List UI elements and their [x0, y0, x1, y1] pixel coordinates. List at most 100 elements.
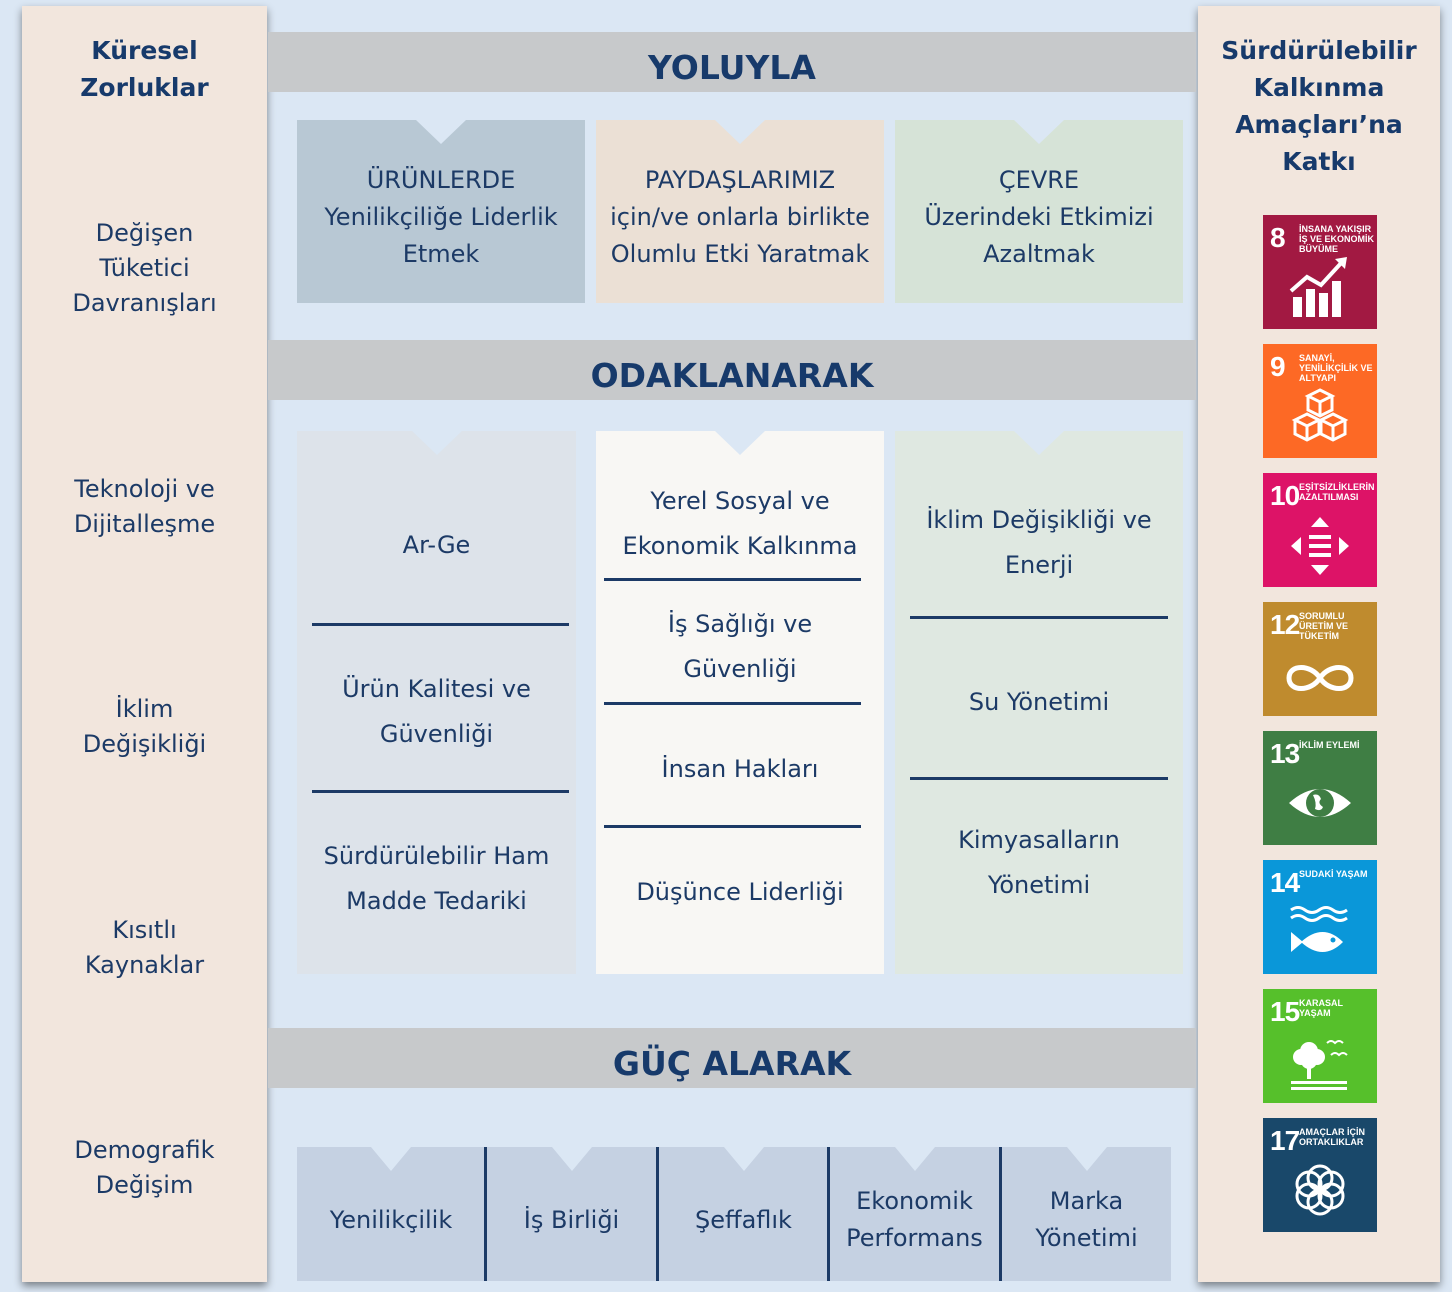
focus-line: Ekonomik Kalkınma: [622, 532, 858, 560]
notch: [1014, 431, 1064, 455]
band-guc-alarak: GÜÇ ALARAK: [268, 1028, 1196, 1088]
pillar-brand-management: Marka Yönetimi: [1002, 1147, 1171, 1281]
global-challenges-title: Küresel Zorluklar: [22, 32, 267, 106]
eye-globe-icon: [1289, 789, 1351, 817]
pillar-text: Yenilikçilik: [297, 1147, 485, 1281]
focus-line: Su Yönetimi: [968, 688, 1110, 716]
challenge-line: Dijitalleşme: [73, 510, 216, 538]
sdg-13-tile: 13 İKLİM EYLEMİ: [1263, 731, 1377, 845]
focus-item-rnd: Ar-Ge: [297, 523, 576, 568]
focus-item-product-quality: Ürün Kalitesi ve Güvenliği: [297, 667, 576, 757]
challenge-line: Değişim: [95, 1171, 194, 1199]
notch: [371, 1147, 411, 1171]
sdg-12-tile: 12 SORUMLU ÜRETİM VE TÜKETİM: [1263, 602, 1377, 716]
challenge-line: Teknoloji ve: [74, 475, 215, 503]
pillar-line: Marka: [1049, 1187, 1124, 1215]
challenge-line: Davranışları: [72, 289, 217, 317]
band-yoluyla: YOLUYLA: [268, 32, 1196, 92]
pillar-text: Marka Yönetimi: [1002, 1147, 1171, 1281]
pillar-separator: [827, 1147, 830, 1281]
strategy-box-environment: ÇEVRE Üzerindeki Etkimizi Azaltmak: [895, 120, 1183, 303]
strategy-text: ÜRÜNLERDE Yenilikçiliğe Liderlik Etmek: [297, 162, 585, 273]
divider: [312, 623, 569, 626]
cubes-icon: [1291, 388, 1349, 442]
pillar-economic-performance: Ekonomik Performans: [830, 1147, 999, 1281]
pillar-line: İş Birliği: [523, 1205, 620, 1234]
challenge-line: İklim: [115, 695, 174, 723]
tree-birds-icon: [1291, 1040, 1348, 1090]
focus-column-products: Ar-Ge Ürün Kalitesi ve Güvenliği Sürdürü…: [297, 431, 576, 974]
sdg-number: 13: [1270, 738, 1300, 769]
pillar-line: Yenilikçilik: [329, 1205, 453, 1234]
strategy-text: PAYDAŞLARIMIZ için/ve onlarla birlikte O…: [596, 162, 884, 273]
focus-column-environment: İklim Değişikliği ve Enerji Su Yönetimi …: [895, 431, 1183, 974]
challenge-line: Kaynaklar: [84, 951, 205, 979]
strategy-line: Olumlu Etki Yaratmak: [610, 240, 870, 268]
notch: [411, 431, 462, 455]
strategy-line: ÜRÜNLERDE: [366, 166, 516, 194]
focus-line: Ar-Ge: [402, 531, 471, 559]
challenge-climate-change: İklim Değişikliği: [22, 692, 267, 762]
challenge-line: Değişikliği: [82, 730, 207, 758]
challenge-line: Kısıtlı: [112, 916, 177, 944]
notch: [551, 1147, 592, 1171]
challenge-technology: Teknoloji ve Dijitalleşme: [22, 472, 267, 542]
focus-line: Güvenliği: [379, 720, 494, 748]
focus-item-human-rights: İnsan Hakları: [576, 747, 904, 792]
pillar-line: Ekonomik: [856, 1187, 973, 1215]
sdg-8-tile: 8 İNSANA YAKIŞIR İŞ VE EKONOMİK BÜYÜME: [1263, 215, 1377, 329]
focus-line: İş Sağlığı ve: [667, 610, 813, 638]
focus-column-stakeholders: Yerel Sosyal ve Ekonomik Kalkınma İş Sağ…: [596, 431, 884, 974]
focus-item-water-management: Su Yönetimi: [895, 680, 1183, 725]
global-challenges-panel: Küresel Zorluklar Değişen Tüketici Davra…: [22, 6, 267, 1282]
challenge-line: Değişen: [95, 219, 194, 247]
divider: [604, 578, 861, 581]
notch: [1014, 120, 1064, 144]
strategy-box-products: ÜRÜNLERDE Yenilikçiliğe Liderlik Etmek: [297, 120, 585, 303]
strategy-line: için/ve onlarla birlikte: [610, 203, 870, 231]
title-line: Küresel: [91, 36, 198, 65]
divider: [910, 616, 1168, 619]
sdg-label: İKLİM EYLEMİ: [1299, 740, 1360, 750]
focus-item-raw-material: Sürdürülebilir Ham Madde Tedariki: [297, 834, 576, 924]
divider: [604, 825, 861, 828]
strategy-text: ÇEVRE Üzerindeki Etkimizi Azaltmak: [895, 162, 1183, 273]
focus-item-chemicals: Kimyasalların Yönetimi: [895, 818, 1183, 908]
notch: [715, 431, 765, 455]
focus-line: Madde Tedariki: [346, 887, 527, 915]
growth-chart-icon: [1289, 257, 1347, 317]
sdg-number: 10: [1270, 480, 1300, 511]
focus-line: İklim Değişikliği ve: [926, 506, 1152, 534]
pillar-innovation: Yenilikçilik: [297, 1147, 485, 1281]
sdg-panel-title: Sürdürülebilir Kalkınma Amaçları’na Katk…: [1198, 32, 1440, 180]
sdg-15-tile: 15 KARASAL YAŞAM: [1263, 989, 1377, 1103]
pillar-line: Performans: [846, 1224, 983, 1252]
strategy-line: Yenilikçiliğe Liderlik: [324, 203, 558, 231]
focus-line: Düşünce Liderliği: [636, 878, 844, 906]
fish-waves-icon: [1290, 906, 1348, 952]
sdg-number: 8: [1270, 222, 1286, 253]
sdg-number: 15: [1270, 996, 1300, 1027]
sdg-number: 14: [1270, 867, 1300, 898]
pillar-transparency: Şeffaflık: [659, 1147, 828, 1281]
notch: [723, 1147, 764, 1171]
divider: [604, 702, 861, 705]
sdg-number: 12: [1270, 609, 1300, 640]
divider: [910, 777, 1168, 780]
title-line: Kalkınma: [1253, 73, 1385, 102]
pillar-collaboration: İş Birliği: [487, 1147, 656, 1281]
sdg-label: İNSANA YAKIŞIR İŞ VE EKONOMİK BÜYÜME: [1299, 224, 1375, 254]
strategy-box-stakeholders: PAYDAŞLARIMIZ için/ve onlarla birlikte O…: [596, 120, 884, 303]
pillar-line: Şeffaflık: [695, 1205, 792, 1234]
strategy-line: Üzerindeki Etkimizi: [924, 203, 1154, 231]
focus-item-local-development: Yerel Sosyal ve Ekonomik Kalkınma: [576, 479, 904, 569]
focus-line: Kimyasalların: [958, 826, 1120, 854]
sdg-14-tile: 14 SUDAKİ YAŞAM: [1263, 860, 1377, 974]
challenge-consumer-behavior: Değişen Tüketici Davranışları: [22, 216, 267, 321]
title-line: Katkı: [1282, 147, 1356, 176]
challenge-limited-resources: Kısıtlı Kaynaklar: [22, 913, 267, 983]
strategy-line: Etmek: [402, 240, 480, 268]
focus-line: İnsan Hakları: [661, 755, 819, 783]
strategy-line: ÇEVRE: [998, 166, 1080, 194]
notch: [1066, 1147, 1107, 1171]
